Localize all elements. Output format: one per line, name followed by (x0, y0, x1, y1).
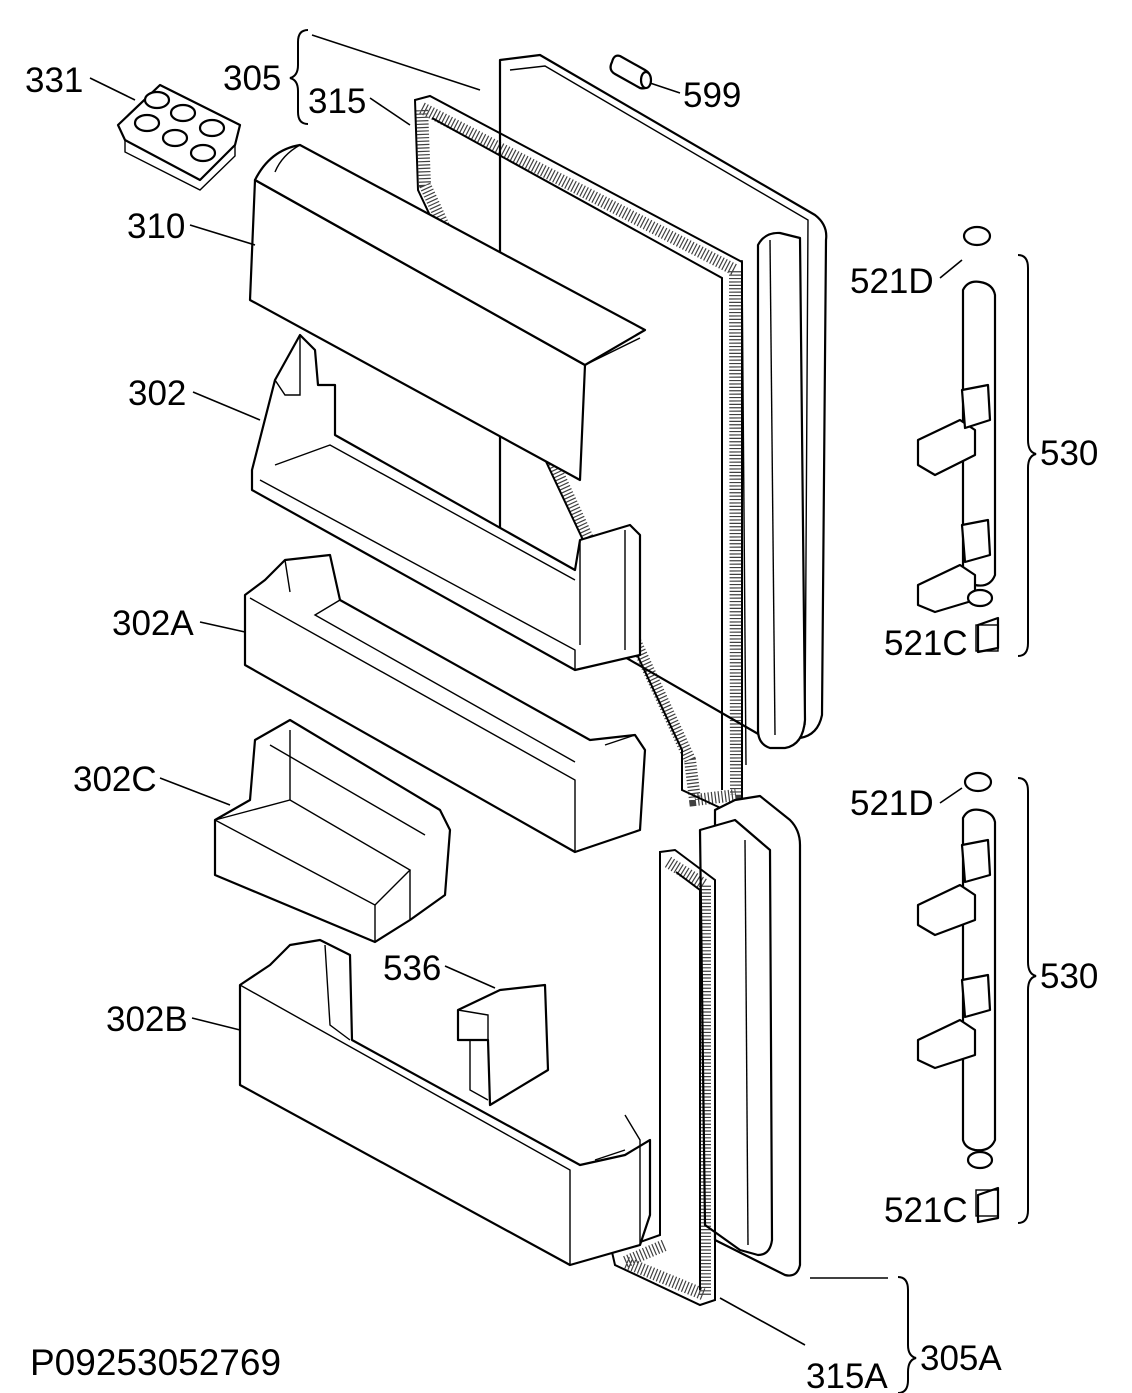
label-599: 599 (683, 76, 741, 115)
leader-lines (89, 34, 963, 1346)
label-530-top: 530 (1040, 434, 1098, 473)
label-521C-bottom: 521C (884, 1191, 968, 1230)
label-302C: 302C (73, 760, 157, 799)
door-shelf-302B (238, 938, 652, 1267)
bracket-536 (456, 983, 550, 1107)
flap-310 (248, 143, 647, 482)
label-521C-top: 521C (884, 624, 968, 663)
door-shelf-302 (250, 333, 642, 672)
hinge-assembly-530-top (916, 225, 1000, 654)
brace-530-top (1017, 254, 1037, 657)
label-521D-bottom: 521D (850, 784, 934, 823)
label-530-bottom: 530 (1040, 957, 1098, 996)
label-315: 315 (308, 82, 366, 121)
label-315A: 315A (806, 1357, 888, 1393)
brace-305 (289, 29, 309, 125)
label-305: 305 (223, 59, 281, 98)
label-305A: 305A (920, 1339, 1002, 1378)
pad-521C-top-glyph (975, 624, 999, 652)
label-302A: 302A (112, 604, 194, 643)
label-310: 310 (127, 207, 185, 246)
label-331: 331 (25, 61, 83, 100)
door-shelf-302A (243, 553, 647, 854)
label-536: 536 (383, 949, 441, 988)
brace-305A (897, 1276, 917, 1393)
label-302: 302 (128, 374, 186, 413)
pad-521C-bottom-glyph (975, 1189, 999, 1217)
egg-tray-331 (116, 83, 242, 191)
pin-599 (609, 54, 653, 90)
hinge-assembly-530-bottom (916, 771, 1000, 1224)
label-521D-top: 521D (850, 262, 934, 301)
lower-door-305A (698, 794, 802, 1277)
door-shelf-302C (213, 718, 452, 944)
label-302B: 302B (106, 1000, 188, 1039)
drawing-code: P09253052769 (30, 1342, 281, 1383)
brace-530-bottom (1017, 777, 1037, 1224)
lower-gasket-315A (609, 848, 716, 1307)
